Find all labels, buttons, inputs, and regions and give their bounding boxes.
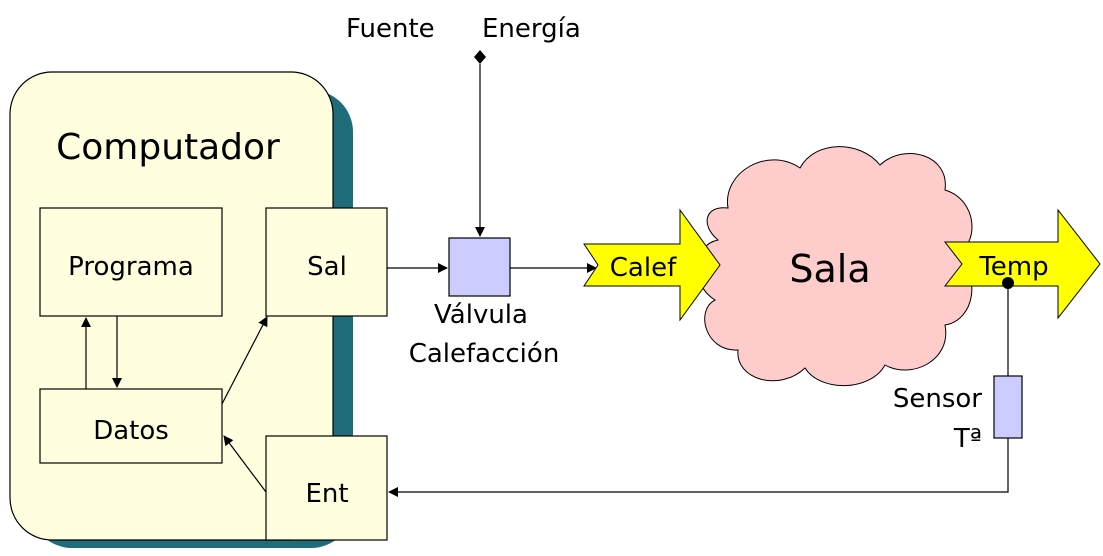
- data-box: [39, 388, 223, 464]
- temperature-sensor: [993, 375, 1023, 439]
- room-cloud: [696, 146, 973, 387]
- output-label: Sal: [307, 252, 347, 282]
- arrow-data-to-output: [221, 316, 268, 405]
- energy-source-label-1: Fuente: [346, 14, 435, 44]
- heating-valve: [448, 237, 511, 297]
- energy-source-label-2: Energía: [482, 14, 581, 44]
- data-label: Datos: [93, 416, 169, 446]
- program-box: [39, 207, 223, 317]
- sensor-label-line2: Tª: [953, 424, 982, 454]
- feedback-wire: [388, 438, 1009, 497]
- computer-title: Computador: [56, 127, 280, 168]
- arrow-input-to-data: [223, 435, 267, 493]
- heating-arrow: [583, 208, 721, 322]
- energy-source-diamond: [474, 50, 486, 64]
- heating-arrow-label: Calef: [610, 253, 677, 283]
- valve-label-line2: Calefacción: [409, 339, 560, 369]
- output-box: [265, 207, 388, 317]
- room-label: Sala: [789, 247, 870, 291]
- temp-arrow-label: Temp: [978, 252, 1048, 282]
- program-label: Programa: [68, 252, 194, 282]
- input-box: [265, 435, 388, 541]
- valve-label-line1: Válvula: [434, 300, 528, 330]
- input-label: Ent: [305, 479, 348, 509]
- temp-arrow: [943, 208, 1101, 320]
- sensor-label-line1: Sensor: [893, 384, 982, 414]
